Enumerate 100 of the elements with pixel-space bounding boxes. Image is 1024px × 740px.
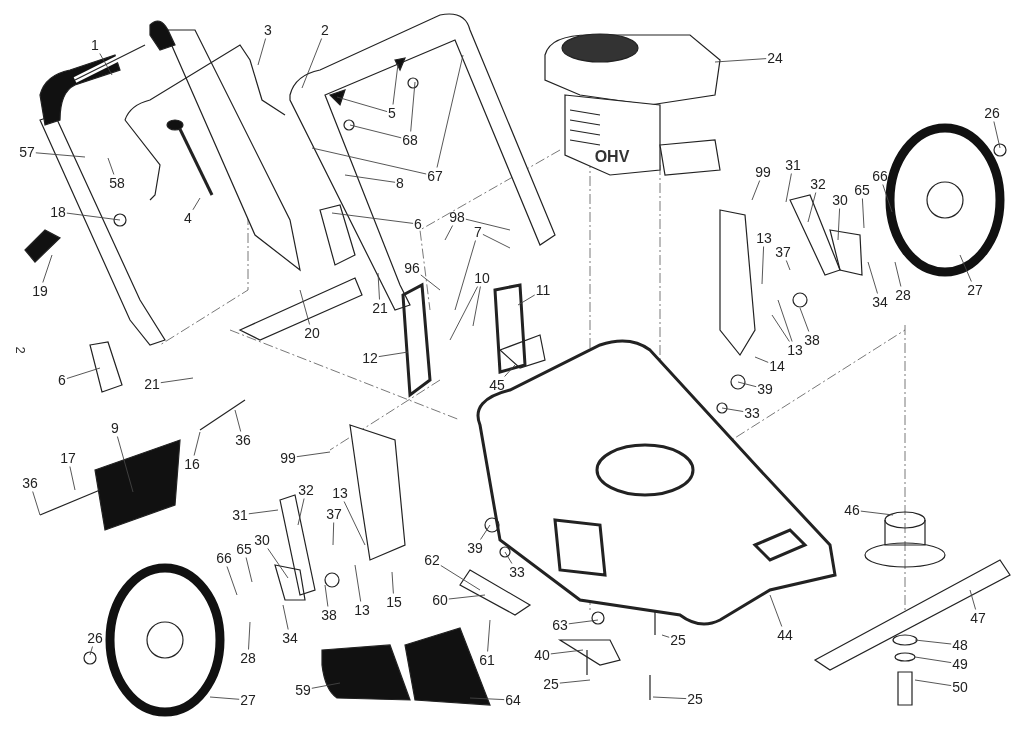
callout-number: 48 [952, 637, 968, 653]
leader-line [32, 491, 41, 516]
callout-number: 16 [184, 456, 200, 472]
callout-number: 5 [388, 105, 396, 121]
callout-number: 11 [535, 282, 551, 298]
leader-line [35, 152, 86, 158]
callout-number: 26 [984, 105, 1000, 121]
callout-number: 45 [489, 377, 505, 393]
leader-line [568, 619, 599, 625]
callout-number: 49 [952, 656, 968, 672]
callout-number: 57 [19, 144, 35, 160]
callout-number: 46 [844, 502, 860, 518]
callout-number: 68 [402, 132, 418, 148]
leader-line [799, 307, 810, 332]
leader-line [661, 634, 670, 638]
leader-line [248, 621, 251, 650]
leader-line [226, 566, 238, 596]
callout-number: 12 [362, 350, 378, 366]
leader-line [959, 254, 972, 282]
leader-line [559, 679, 591, 684]
callout-number: 14 [769, 358, 785, 374]
leader-line [192, 197, 201, 211]
leader-line [487, 619, 491, 652]
callout-number: 31 [232, 507, 248, 523]
leader-line [504, 551, 513, 564]
callout-number: 25 [670, 632, 686, 648]
callout-number: 1 [91, 37, 99, 53]
leader-line [209, 696, 240, 700]
callout-number: 36 [22, 475, 38, 491]
leader-line [245, 557, 253, 583]
callout-number: 65 [236, 541, 252, 557]
leader-line [777, 299, 793, 342]
leader-line [504, 364, 516, 377]
leader-line [480, 524, 491, 540]
callout-number: 63 [552, 617, 568, 633]
callout-number: 38 [804, 332, 820, 348]
callout-number: 99 [755, 164, 771, 180]
callout-number: 32 [810, 176, 826, 192]
callout-number: 50 [952, 679, 968, 695]
callout-number: 58 [109, 175, 125, 191]
leader-line [378, 351, 409, 358]
callout-number: 33 [509, 564, 525, 580]
leader-line [336, 96, 388, 113]
leader-line [392, 63, 399, 105]
callout-number: 99 [280, 450, 296, 466]
leader-line [867, 261, 878, 294]
callout-number: 33 [744, 405, 760, 421]
callout-number: 10 [474, 270, 490, 286]
callout-number: 30 [254, 532, 270, 548]
leader-line [754, 356, 769, 363]
callout-number: 25 [687, 691, 703, 707]
leader-line [299, 289, 311, 325]
callout-number: 64 [505, 692, 521, 708]
callout-number: 61 [479, 652, 495, 668]
callout-number: 66 [872, 168, 888, 184]
callout-number: 39 [757, 381, 773, 397]
callout-number: 13 [756, 230, 772, 246]
leader-line [771, 314, 790, 342]
leader-line [436, 54, 464, 168]
callout-number: 31 [785, 157, 801, 173]
leader-line [297, 498, 305, 526]
callout-number: 21 [144, 376, 160, 392]
leader-line [343, 501, 366, 546]
leader-line [914, 656, 952, 664]
callout-number: 40 [534, 647, 550, 663]
callout-number: 13 [787, 342, 803, 358]
leader-line [837, 208, 841, 241]
callout-number: 4 [184, 210, 192, 226]
leader-line [160, 377, 194, 384]
callout-number: 24 [767, 50, 783, 66]
callout-number: 27 [967, 282, 983, 298]
leader-line [234, 409, 242, 432]
page-number: 2 [12, 346, 28, 354]
callout-number: 8 [396, 175, 404, 191]
leader-line [257, 38, 267, 66]
callout-number: 44 [777, 627, 793, 643]
leader-line [301, 38, 323, 89]
callout-number: 21 [372, 300, 388, 316]
engine-marking: OHV [594, 148, 630, 166]
callout-number: 7 [474, 224, 482, 240]
leader-line [332, 522, 335, 546]
callout-number: 65 [854, 182, 870, 198]
leader-line [69, 466, 76, 491]
leader-line [807, 192, 817, 223]
callout-number: 37 [775, 244, 791, 260]
leader-line [652, 696, 687, 700]
leader-line [714, 58, 767, 63]
leader-line [267, 548, 289, 579]
leader-line [993, 121, 1001, 149]
leader-line [42, 254, 53, 283]
leader-line [761, 246, 765, 285]
callout-number: 26 [87, 630, 103, 646]
callout-number: 34 [872, 294, 888, 310]
leader-line [420, 274, 441, 291]
leader-line [454, 240, 476, 311]
leader-line [721, 407, 744, 412]
leader-line [550, 649, 584, 655]
callout-number: 20 [304, 325, 320, 341]
leader-line [785, 260, 791, 271]
leader-line [296, 451, 331, 458]
